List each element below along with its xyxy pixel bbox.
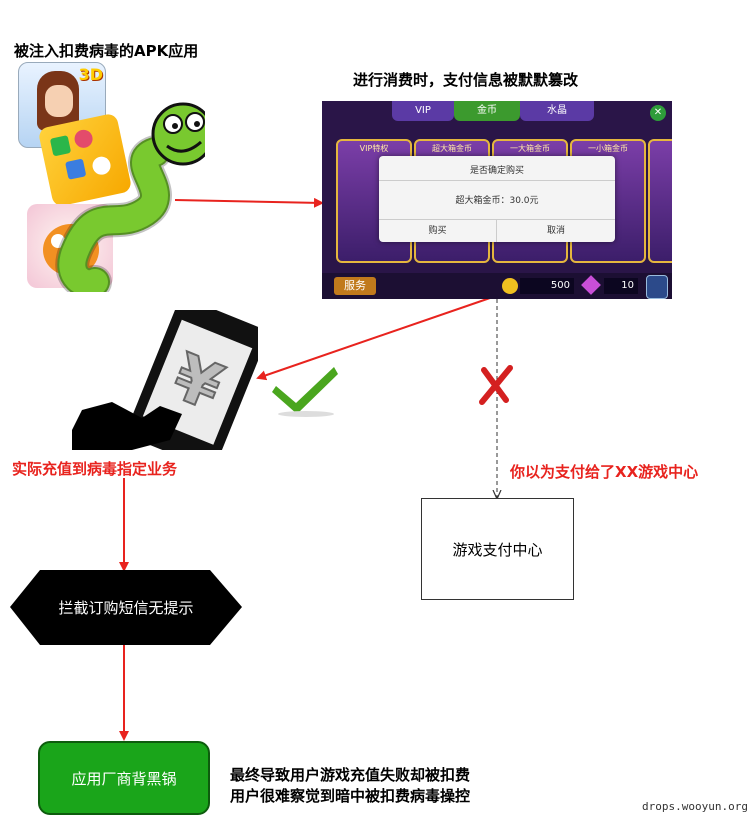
game-purchase-screenshot: VIP 金币 水晶 ✕ VIP特权 超大箱金币 一大箱金币 一小箱金币 是否确定… [322,101,672,299]
service-button[interactable]: 服务 [334,277,376,295]
you-think-label: 你以为支付给了XX游戏中心 [510,463,699,481]
game-payment-center-node: 游戏支付中心 [421,498,574,600]
game-app-icons: 3D [15,62,205,292]
watermark: drops.wooyun.org [642,800,748,813]
card-extra[interactable] [648,139,672,263]
vendor-blame-node: 应用厂商背黑锅 [38,741,210,815]
worm-icon [55,102,205,292]
conclusion-text: 最终导致用户游戏充值失败却被扣费 用户很难察觉到暗中被扣费病毒操控 [230,765,470,807]
apk-title: 被注入扣费病毒的APK应用 [14,42,199,60]
dialog-divider [379,219,615,220]
gem-count: 10 [604,278,638,294]
green-check-icon [272,367,338,417]
coin-count: 500 [520,278,574,294]
game-bottom-bar: 服务 500 10 [322,273,672,299]
tab-crystal[interactable]: 水晶 [520,101,594,121]
intercept-node-shape [10,570,242,645]
intercept-sms-node-label: 拦截订购短信无提示 [58,599,194,617]
buy-button[interactable]: 购买 [379,220,497,242]
tab-gold[interactable]: 金币 [454,101,520,121]
dialog-divider [379,180,615,181]
edge-apk-to-game [174,197,324,208]
conclusion-line-1: 最终导致用户游戏充值失败却被扣费 [230,766,471,784]
purchase-dialog: 是否确定购买 超大箱金币：30.0元 购买 取消 [379,156,615,242]
dialog-message: 超大箱金币：30.0元 [455,196,539,206]
close-icon[interactable]: ✕ [650,105,666,121]
conclusion-line-2: 用户很难察觉到暗中被扣费病毒操控 [230,787,471,805]
edge-game-to-phone [256,297,491,381]
dialog-title: 是否确定购买 [469,166,524,176]
actual-recharge-label: 实际充值到病毒指定业务 [12,460,178,478]
tamper-title: 进行消费时，支付信息被默默篡改 [353,71,579,89]
phone-with-yuan-icon: ¥ [72,310,258,450]
cancel-button[interactable]: 取消 [546,226,565,236]
phone-support-icon[interactable] [646,275,668,299]
red-cross-icon [479,365,513,405]
gem-icon [581,275,601,295]
tab-vip[interactable]: VIP [392,101,454,121]
coin-icon [502,278,518,294]
